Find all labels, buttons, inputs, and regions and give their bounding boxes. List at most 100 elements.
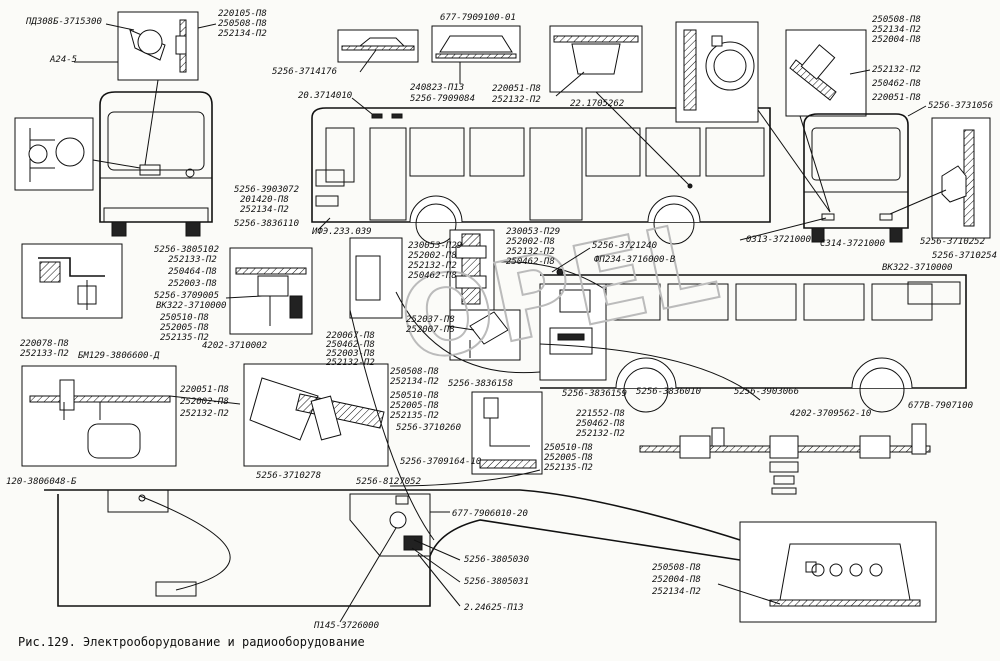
bus-side-view-top: [311, 107, 771, 245]
label: 252134-П2: [652, 587, 701, 597]
label: 252135-П2: [390, 411, 439, 421]
label: 252037-П8: [406, 315, 455, 325]
label: 5256-3805031: [464, 577, 529, 587]
label: ФП234-3716000-В: [594, 255, 676, 265]
label: 252132-П2: [576, 429, 625, 439]
label: ВК322-3710000: [882, 263, 952, 273]
label: 252133-П2: [168, 255, 217, 265]
label: 252005-П8: [390, 401, 439, 411]
wiring-lines: [169, 261, 761, 541]
label: 5256-3836010: [636, 387, 701, 397]
label: 2.24625-П13: [464, 603, 524, 613]
inset-fuse-block: [449, 229, 495, 311]
label: 5256-3805030: [464, 555, 529, 565]
label: 201420-П8: [240, 195, 289, 205]
label: 250462-П8: [408, 271, 457, 281]
label: 5256-3836159: [562, 389, 627, 399]
inset-ceiling-lamp: [431, 25, 521, 63]
label: 5256-8127052: [356, 477, 421, 487]
label: 250464-П8: [168, 267, 217, 277]
label: 252007-П8: [406, 325, 455, 335]
label: 5256-3714176: [272, 67, 337, 77]
inset-bracket-3836158: [471, 391, 543, 475]
label: 250508-П8: [390, 367, 439, 377]
inset-lamp-a24: [14, 117, 141, 191]
bus-rear-view: [803, 113, 909, 243]
label: 220051-П8: [180, 385, 229, 395]
label: 252005-П8: [160, 323, 209, 333]
label: 252132-П2: [872, 65, 921, 75]
label: 5256-3731056: [928, 101, 993, 111]
label: 230053-П29: [408, 241, 462, 251]
label: 220067-П8: [326, 331, 375, 341]
inset-220078: [21, 365, 177, 467]
label: 250510-П8: [160, 313, 209, 323]
label: 4202-3709562-10: [790, 409, 871, 419]
label: 22.1705262: [570, 99, 624, 109]
label: 252132-П2: [408, 261, 457, 271]
label: 220051-П8: [872, 93, 921, 103]
label: 252003-П8: [326, 349, 375, 359]
label: 220051-П8: [492, 84, 541, 94]
label: 250462-П8: [872, 79, 921, 89]
label: 5256-3710260: [396, 423, 461, 433]
label: 250462-П8: [576, 419, 625, 429]
label: БМ129-3806600-Д: [78, 351, 160, 361]
label: 250508-П8: [652, 563, 701, 573]
label: 252003-П8: [168, 279, 217, 289]
label: 252134-П2: [390, 377, 439, 387]
inset-bracket-5256-3805102: [21, 243, 123, 319]
label: 250510-П8: [390, 391, 439, 401]
label: 252133-П2: [20, 349, 69, 359]
label: 5256-3709164-10: [400, 457, 481, 467]
label: 677-7906010-20: [452, 509, 528, 519]
label: 252135-П2: [544, 463, 593, 473]
label: С314-3721000: [820, 239, 885, 249]
label: 240823-П13: [410, 83, 464, 93]
label: 252005-П8: [544, 453, 593, 463]
label: 252132-П2: [492, 95, 541, 105]
label: 4202-3710002: [202, 341, 267, 351]
label: 252132-П2: [326, 358, 375, 368]
labels: ПД308Б-3715300 А24-5 220105-П8 250508-П8…: [6, 9, 997, 631]
label: 252002-П8: [506, 237, 555, 247]
bus-front-view: [99, 91, 213, 237]
label: 220078-П8: [20, 339, 69, 349]
inset-lamp-switch: [117, 11, 199, 166]
label: ВК322-3710000: [156, 301, 226, 311]
label: 252134-П2: [240, 205, 289, 215]
label: 5256-3710252: [920, 237, 985, 247]
label: 5256-3903066: [734, 387, 799, 397]
label: 252004-П8: [872, 35, 921, 45]
label: 677В-7907100: [908, 401, 973, 411]
label: 20.3714010: [298, 91, 352, 101]
label: 250462-П8: [506, 257, 555, 267]
label: П145-3726000: [313, 621, 379, 631]
label: 252004-П8: [652, 575, 701, 585]
label: 120-3806048-Б: [6, 477, 77, 487]
figure-caption: Рис.129. Электрооборудование и радиообор…: [18, 635, 365, 649]
label: 252132-П2: [506, 247, 555, 257]
label: 252002-П8: [180, 397, 229, 407]
inset-roof-light: [337, 29, 419, 63]
label: 250508-П8: [872, 15, 921, 25]
label: 5256-7909084: [410, 94, 475, 104]
label: 250510-П8: [544, 443, 593, 453]
inset-clamp: [675, 21, 831, 213]
inset-roof-connector: [785, 29, 867, 213]
label: ИФЭ.233.039: [311, 227, 372, 237]
dashboard-bottom: [44, 489, 741, 607]
label: 0313-3721000: [746, 235, 811, 245]
label: А24-5: [49, 55, 77, 65]
front-compartment: [349, 237, 607, 381]
label: 250508-П8: [218, 19, 267, 29]
inset-mount-3709005: [229, 247, 313, 335]
label: 252134-П2: [872, 25, 921, 35]
label: 5256-3710254: [932, 251, 997, 261]
label: 677-7909100-01: [440, 13, 516, 23]
label: 5256-3903072: [234, 185, 299, 195]
control-panel-strip: [639, 423, 931, 495]
inset-panel-4202: [243, 363, 389, 467]
